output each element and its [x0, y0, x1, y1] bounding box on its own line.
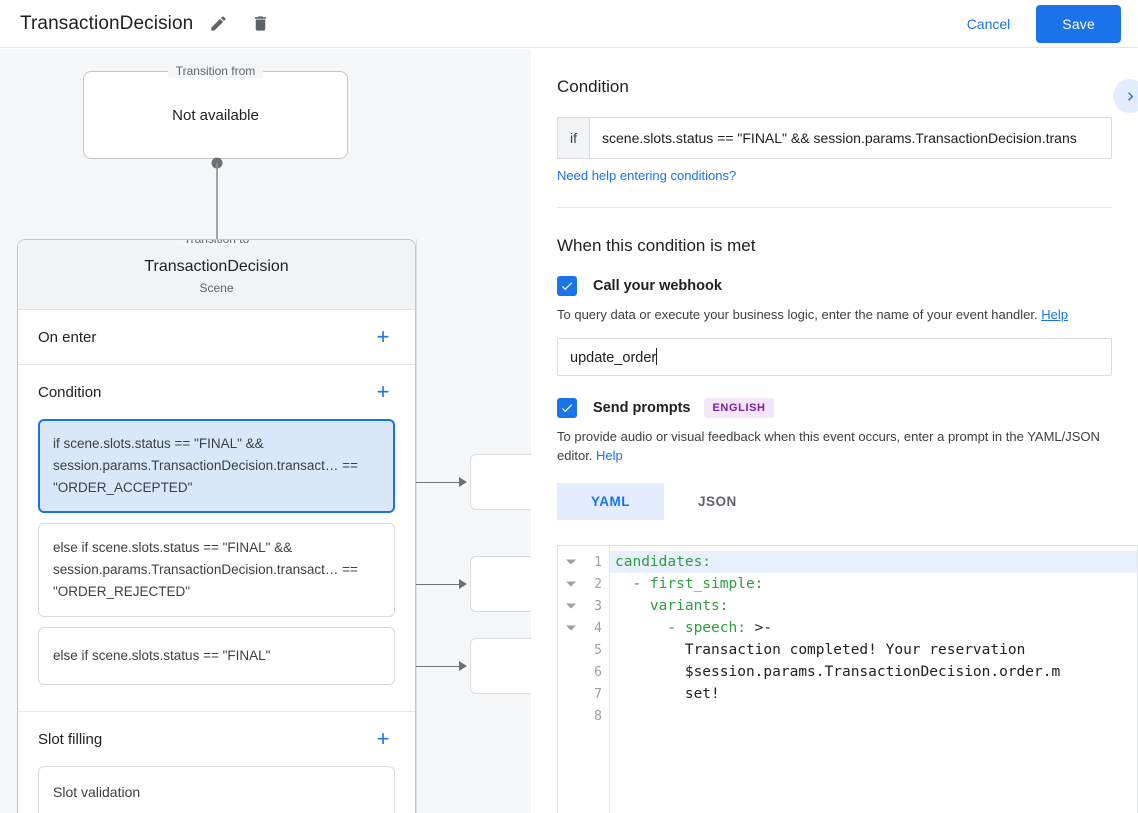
editor-code-area[interactable]: candidates: - first_simple: variants: - … [610, 546, 1137, 813]
condition-expression-input[interactable]: scene.slots.status == "FINAL" && session… [589, 117, 1112, 159]
editor-code-line[interactable]: set! [615, 686, 720, 702]
prompts-checkbox[interactable] [557, 398, 577, 418]
if-prefix-label: if [557, 117, 589, 159]
editor-line-number: 6 [594, 664, 602, 680]
page-title: TransactionDecision [20, 12, 194, 34]
fold-caret-icon[interactable] [566, 625, 576, 631]
webhook-checkbox-row: Call your webhook [557, 276, 1112, 296]
editor-line-number: 8 [594, 708, 602, 724]
target-node-2[interactable] [470, 556, 531, 612]
tab-json[interactable]: JSON [698, 494, 737, 509]
editor-line-number: 7 [594, 686, 602, 702]
add-on-enter-button[interactable]: + [376, 324, 390, 349]
condition-item-2[interactable]: else if scene.slots.status == "FINAL" &&… [38, 523, 395, 617]
editor-format-tabs: YAML JSON [557, 483, 1112, 520]
editor-code-line[interactable]: variants: [615, 598, 729, 614]
prompts-label: Send prompts [593, 400, 691, 416]
transition-from-legend: Transition from [167, 64, 264, 78]
prompts-description-text: To provide audio or visual feedback when… [557, 429, 1100, 463]
connector-line-3 [401, 666, 461, 667]
transition-to-header[interactable]: TransactionDecision Scene [18, 240, 415, 310]
trash-icon[interactable] [243, 7, 277, 41]
target-node-1[interactable] [470, 454, 531, 510]
editor-line-number: 1 [558, 551, 609, 573]
prompts-checkbox-row: Send prompts ENGLISH [557, 398, 1112, 418]
transition-from-value: Not available [172, 106, 259, 124]
section-slot-filling: Slot filling + Slot validation [18, 712, 415, 813]
connector-arrow-2 [459, 579, 467, 589]
transition-to-card: Transition to TransactionDecision Scene … [17, 239, 416, 813]
when-met-heading: When this condition is met [557, 236, 756, 255]
editor-code-line[interactable]: - first_simple: [615, 576, 764, 592]
condition-heading: Condition [557, 77, 629, 96]
editor-code-line[interactable]: candidates: [610, 551, 1137, 573]
webhook-checkbox[interactable] [557, 276, 577, 296]
chevron-right-icon[interactable] [1113, 79, 1138, 113]
section-on-enter: On enter + [18, 310, 415, 365]
webhook-handler-input[interactable]: update_order [557, 338, 1112, 376]
save-button[interactable]: Save [1036, 4, 1121, 43]
editor-line-number: 4 [558, 617, 609, 639]
webhook-help-link[interactable]: Help [1041, 307, 1068, 322]
panel-condition-section: Condition if scene.slots.status == "FINA… [531, 49, 1138, 208]
section-title-condition: Condition [38, 383, 102, 401]
prompts-description: To provide audio or visual feedback when… [557, 427, 1112, 465]
cancel-button[interactable]: Cancel [951, 7, 1027, 41]
scene-canvas[interactable]: Transition from Not available Transition… [0, 49, 531, 813]
condition-help-link[interactable]: Need help entering conditions? [557, 168, 737, 183]
section-condition: Condition + if scene.slots.status == "FI… [18, 365, 415, 712]
editor-code-line[interactable]: $session.params.TransactionDecision.orde… [615, 664, 1061, 680]
slot-validation-item[interactable]: Slot validation [38, 766, 395, 813]
connector-arrow-1 [459, 477, 467, 487]
transition-from-card: Transition from Not available [83, 64, 348, 159]
webhook-label: Call your webhook [593, 278, 722, 294]
add-condition-button[interactable]: + [376, 379, 390, 404]
panel-when-met-section: When this condition is met Call your web… [531, 208, 1138, 520]
connector-line-1 [401, 482, 461, 483]
fold-caret-icon[interactable] [566, 581, 576, 587]
webhook-handler-value: update_order [570, 350, 657, 366]
language-badge: ENGLISH [704, 398, 774, 418]
pencil-icon[interactable] [201, 7, 235, 41]
prompts-help-link[interactable]: Help [596, 448, 623, 463]
webhook-description-text: To query data or execute your business l… [557, 307, 1038, 322]
connector-line-2 [401, 584, 461, 585]
scene-type: Scene [199, 281, 234, 295]
webhook-description: To query data or execute your business l… [557, 305, 1112, 324]
editor-code-line[interactable]: Transaction completed! Your reservation [615, 642, 1026, 658]
condition-expression-row: if scene.slots.status == "FINAL" && sess… [557, 117, 1112, 159]
condition-item-1[interactable]: if scene.slots.status == "FINAL" && sess… [38, 419, 395, 513]
canvas-separator [416, 239, 417, 813]
transition-to-legend: Transition to [175, 240, 258, 246]
tab-yaml[interactable]: YAML [557, 483, 665, 520]
section-title-slot-filling: Slot filling [38, 730, 103, 748]
editor-code-line[interactable] [610, 705, 1137, 727]
editor-line-number: 3 [558, 595, 609, 617]
scene-name: TransactionDecision [144, 258, 289, 275]
target-node-3[interactable] [470, 638, 531, 694]
condition-item-3[interactable]: else if scene.slots.status == "FINAL" [38, 627, 395, 685]
fold-caret-icon[interactable] [566, 559, 576, 565]
fold-caret-icon[interactable] [566, 603, 576, 609]
editor-code-line[interactable]: - speech: >- [615, 620, 773, 636]
text-caret [656, 348, 658, 365]
top-bar: TransactionDecision Cancel Save [0, 0, 1138, 48]
panel-divider [557, 207, 1112, 208]
section-title-on-enter: On enter [38, 328, 97, 346]
condition-expression-value: scene.slots.status == "FINAL" && session… [602, 130, 1077, 146]
editor-line-number: 5 [594, 642, 602, 658]
add-slot-filling-button[interactable]: + [376, 726, 390, 751]
connector-arrow-3 [459, 661, 467, 671]
editor-line-number: 2 [558, 573, 609, 595]
